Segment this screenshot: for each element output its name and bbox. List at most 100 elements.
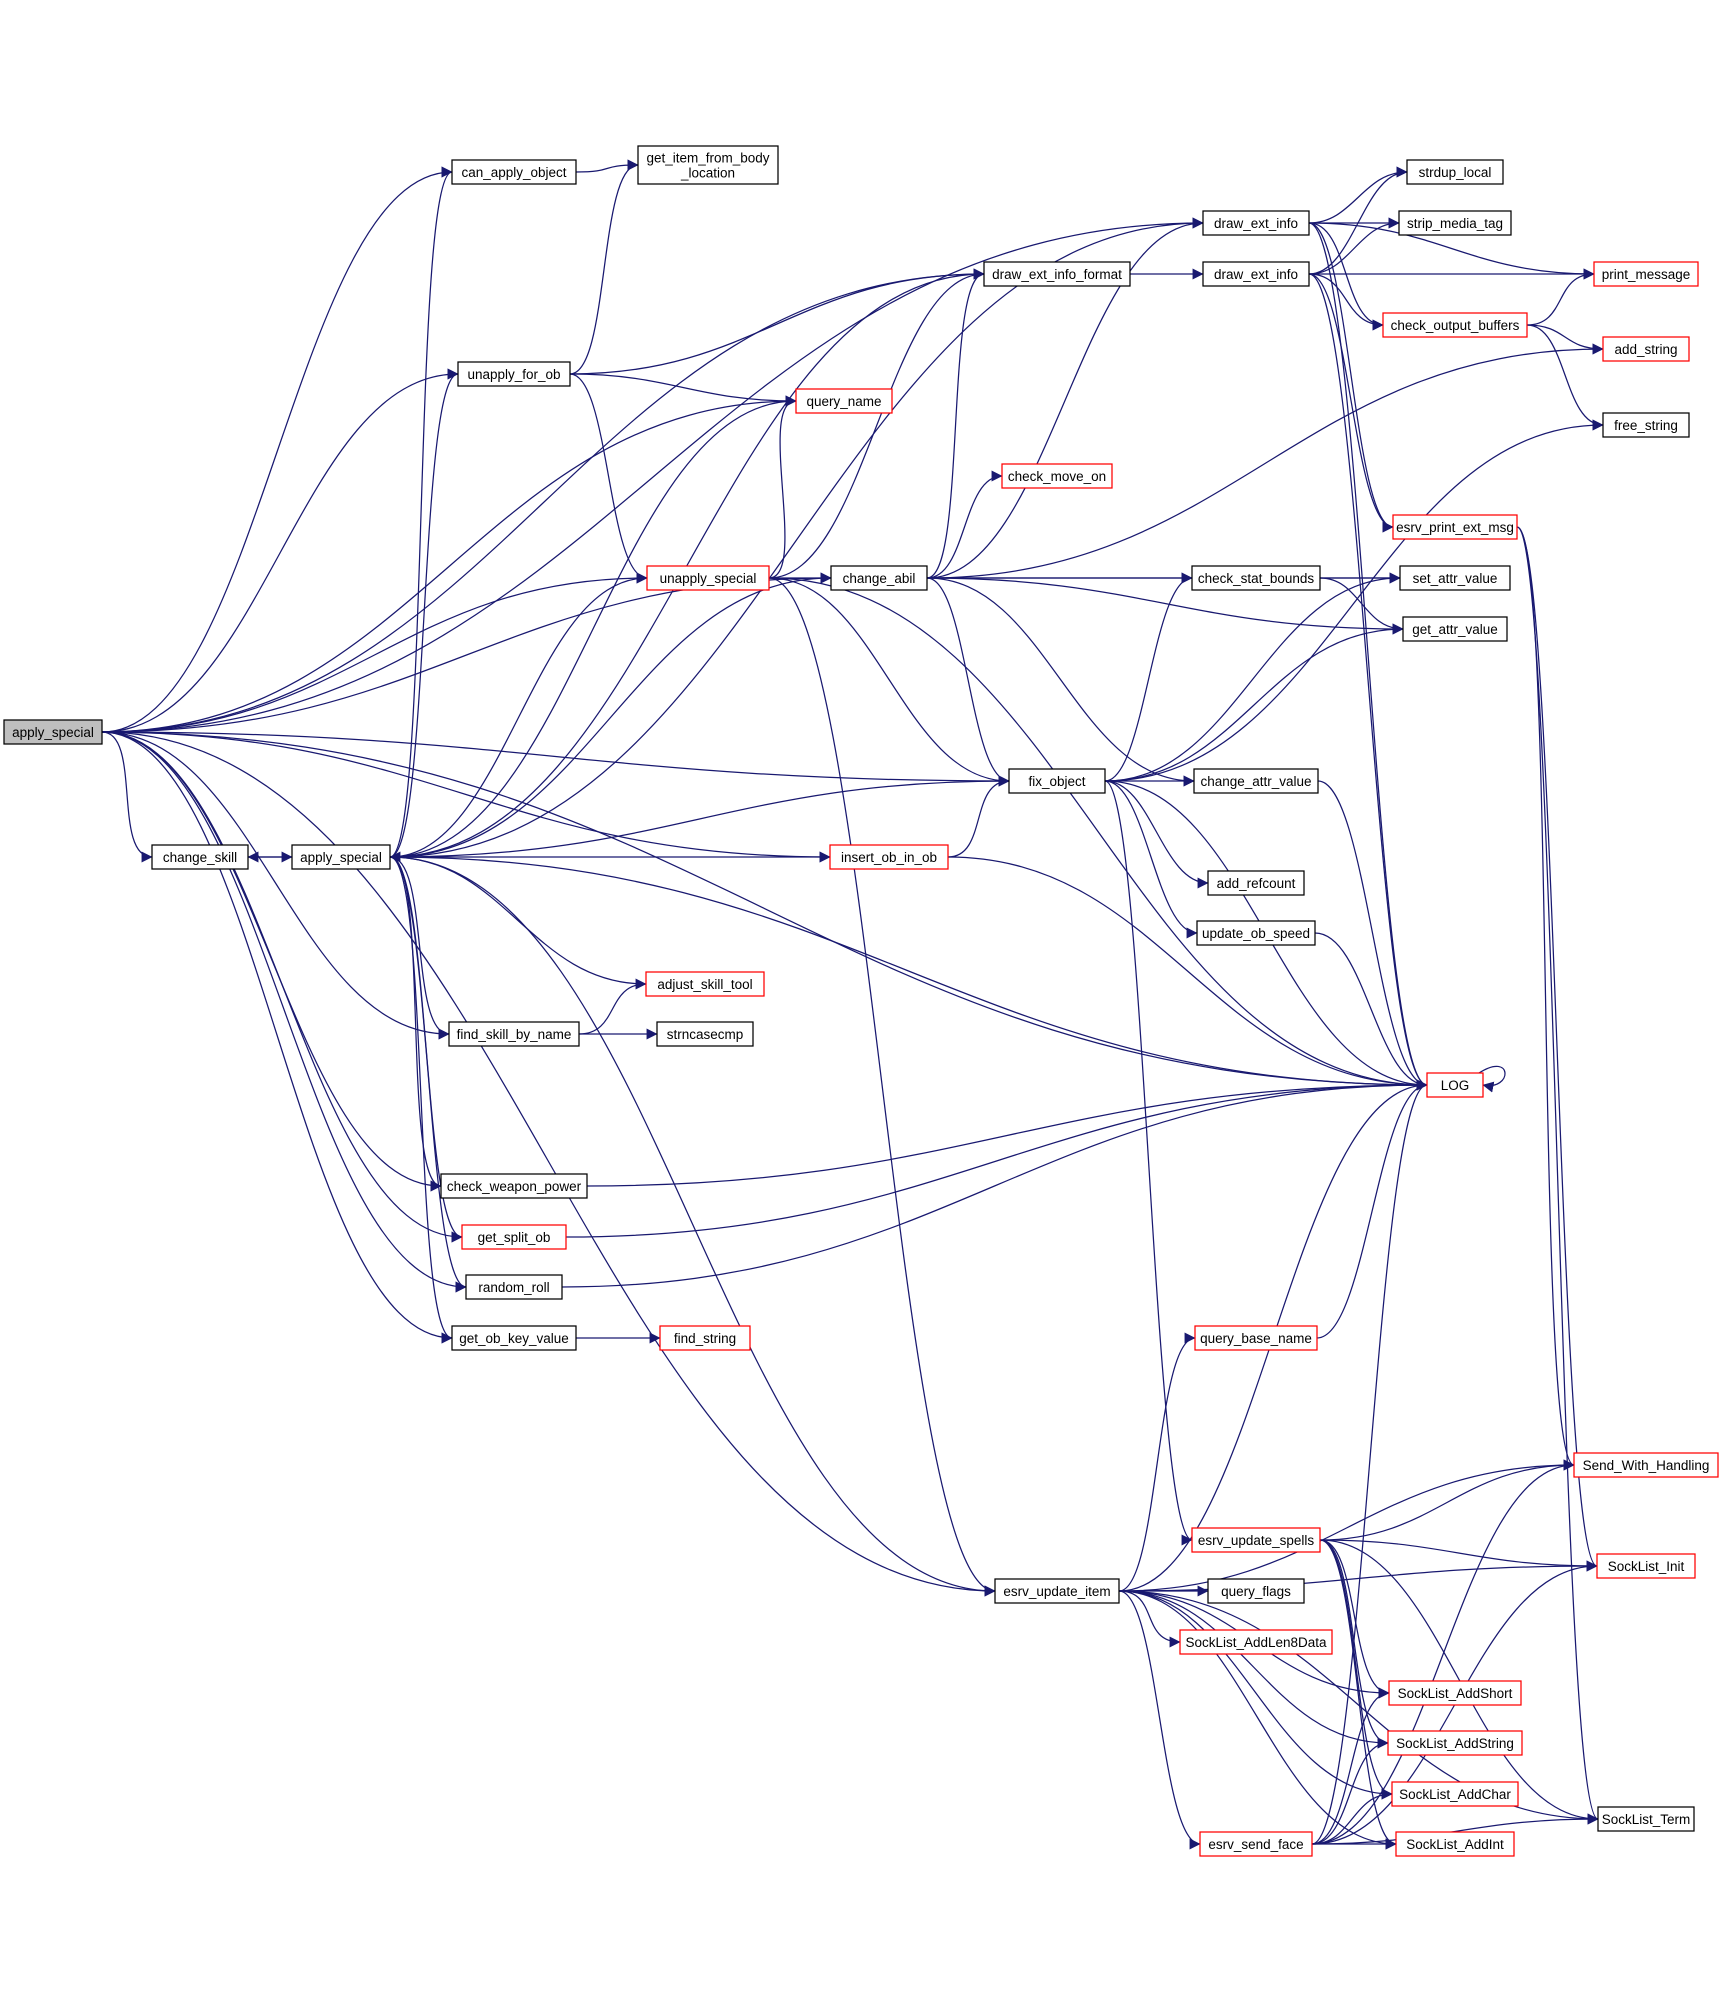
node-label: LOG	[1441, 1078, 1470, 1093]
node-check-stat-bounds[interactable]: check_stat_bounds	[1191, 565, 1321, 591]
edge-fix-object-to-check-stat-bounds	[1104, 572, 1193, 782]
node-add-string[interactable]: add_string	[1602, 336, 1690, 362]
edge-fix-object-to-set-attr-value	[1104, 572, 1401, 782]
edge-draw-ext-info-b-to-check-output-buffers	[1308, 273, 1384, 331]
node-strncasecmp[interactable]: strncasecmp	[656, 1021, 754, 1047]
node-sock-list-term[interactable]: SockList_Term	[1597, 1806, 1695, 1832]
node-apply-special2[interactable]: apply_special	[291, 844, 391, 870]
node-label: SockList_AddLen8Data	[1185, 1635, 1327, 1650]
node-box	[1382, 312, 1528, 338]
edge-random-roll-to-log	[561, 1079, 1428, 1288]
node-check-weapon-power[interactable]: check_weapon_power	[440, 1173, 588, 1199]
node-label: strdup_local	[1419, 165, 1492, 180]
edge-esrv-update-item-to-sock-list-add-string	[1118, 1590, 1389, 1749]
node-get-ob-key-value[interactable]: get_ob_key_value	[451, 1325, 577, 1351]
node-adjust-skill-tool[interactable]: adjust_skill_tool	[645, 971, 765, 997]
edge-check-weapon-power-to-log	[586, 1079, 1428, 1187]
node-add-refcount[interactable]: add_refcount	[1207, 870, 1305, 896]
node-box	[1392, 514, 1518, 540]
node-box	[1001, 463, 1113, 489]
node-query-base-name[interactable]: query_base_name	[1194, 1325, 1318, 1351]
edge-esrv-print-ext-msg-to-send-with-handling	[1516, 526, 1575, 1471]
edge-root-to-unapply-for-ob	[101, 368, 459, 733]
edge-draw-ext-info-b-to-strdup-local	[1308, 166, 1408, 275]
node-box	[1602, 336, 1690, 362]
node-box	[1008, 768, 1106, 794]
node-esrv-send-face[interactable]: esrv_send_face	[1199, 1831, 1313, 1857]
node-box	[983, 261, 1131, 287]
node-can-apply-object[interactable]: can_apply_object	[451, 159, 577, 185]
node-sock-list-add-char[interactable]: SockList_AddChar	[1391, 1781, 1519, 1807]
node-box	[1573, 1452, 1719, 1478]
node-esrv-update-item[interactable]: esrv_update_item	[994, 1578, 1120, 1604]
edge-fix-object-to-add-refcount	[1104, 780, 1209, 889]
node-set-attr-value[interactable]: set_attr_value	[1399, 565, 1511, 591]
node-draw-ext-info-a[interactable]: draw_ext_info	[1202, 210, 1310, 236]
node-box	[1199, 1831, 1313, 1857]
node-check-output-buffers[interactable]: check_output_buffers	[1382, 312, 1528, 338]
node-sock-list-add-string[interactable]: SockList_AddString	[1387, 1730, 1523, 1756]
node-label: SockList_AddShort	[1398, 1686, 1513, 1701]
node-draw-ext-info-format[interactable]: draw_ext_info_format	[983, 261, 1131, 287]
node-label: get_ob_key_value	[459, 1331, 569, 1346]
node-insert-ob-in-ob[interactable]: insert_ob_in_ob	[829, 844, 949, 870]
node-find-string[interactable]: find_string	[659, 1325, 751, 1351]
node-label: free_string	[1614, 418, 1678, 433]
node-root[interactable]: apply_special	[3, 719, 103, 745]
node-label: check_output_buffers	[1391, 318, 1520, 333]
node-box	[1402, 616, 1508, 642]
edge-unapply-for-ob-to-unapply-special	[569, 373, 648, 584]
node-box	[151, 844, 249, 870]
node-unapply-special[interactable]: unapply_special	[646, 565, 770, 591]
edge-change-abil-to-check-move-on	[926, 470, 1003, 579]
node-random-roll[interactable]: random_roll	[465, 1274, 563, 1300]
node-check-move-on[interactable]: check_move_on	[1001, 463, 1113, 489]
node-get-item-from-body-location[interactable]: get_item_from_body_location	[637, 145, 779, 185]
edge-esrv-update-spells-to-sock-list-add-char	[1319, 1539, 1393, 1800]
node-change-abil[interactable]: change_abil	[830, 565, 928, 591]
edge-root-to-fix-object	[101, 731, 1010, 787]
node-find-skill-by-name[interactable]: find_skill_by_name	[448, 1021, 580, 1047]
edge-log-to-log	[1478, 1065, 1506, 1093]
node-label: unapply_for_ob	[467, 367, 560, 382]
node-query-flags[interactable]: query_flags	[1207, 1578, 1305, 1604]
node-query-name[interactable]: query_name	[795, 388, 893, 414]
node-print-message[interactable]: print_message	[1593, 261, 1699, 287]
edge-find-skill-by-name-to-adjust-skill-tool	[578, 978, 647, 1035]
node-box	[457, 361, 571, 387]
node-esrv-print-ext-msg[interactable]: esrv_print_ext_msg	[1392, 514, 1518, 540]
edge-insert-ob-in-ob-to-log	[947, 856, 1428, 1091]
edge-check-output-buffers-to-add-string	[1526, 324, 1604, 355]
node-get-attr-value[interactable]: get_attr_value	[1402, 616, 1508, 642]
node-free-string[interactable]: free_string	[1602, 412, 1690, 438]
edge-esrv-update-spells-to-send-with-handling	[1319, 1459, 1575, 1541]
node-sock-list-add-int[interactable]: SockList_AddInt	[1395, 1831, 1515, 1857]
edge-unapply-special-to-log	[768, 577, 1428, 1091]
node-strdup-local[interactable]: strdup_local	[1406, 159, 1504, 185]
node-label: find_skill_by_name	[457, 1027, 572, 1042]
node-box	[1202, 261, 1310, 287]
node-fix-object[interactable]: fix_object	[1008, 768, 1106, 794]
node-sock-list-init[interactable]: SockList_Init	[1596, 1553, 1696, 1579]
node-change-attr-value[interactable]: change_attr_value	[1193, 768, 1319, 794]
node-esrv-update-spells[interactable]: esrv_update_spells	[1191, 1527, 1321, 1553]
node-draw-ext-info-b[interactable]: draw_ext_info	[1202, 261, 1310, 287]
node-log[interactable]: LOG	[1426, 1072, 1484, 1098]
edge-unapply-special-to-esrv-update-item	[768, 577, 996, 1597]
node-unapply-for-ob[interactable]: unapply_for_ob	[457, 361, 571, 387]
edge-insert-ob-in-ob-to-fix-object	[947, 775, 1010, 858]
node-sock-list-add-len8data[interactable]: SockList_AddLen8Data	[1179, 1629, 1333, 1655]
node-get-split-ob[interactable]: get_split_ob	[461, 1224, 567, 1250]
node-box	[448, 1021, 580, 1047]
node-label: unapply_special	[660, 571, 757, 586]
node-box	[1593, 261, 1699, 287]
node-send-with-handling[interactable]: Send_With_Handling	[1573, 1452, 1719, 1478]
node-sock-list-add-short[interactable]: SockList_AddShort	[1388, 1680, 1522, 1706]
node-change-skill[interactable]: change_skill	[151, 844, 249, 870]
edge-esrv-update-item-to-sock-list-add-int	[1118, 1590, 1397, 1850]
edge-apply-special2-to-change-abil	[389, 572, 832, 858]
edge-unapply-special-to-draw-ext-info-format	[768, 268, 985, 579]
node-strip-media-tag[interactable]: strip_media_tag	[1398, 210, 1512, 236]
node-label: esrv_send_face	[1208, 1837, 1303, 1852]
node-update-ob-speed[interactable]: update_ob_speed	[1196, 920, 1316, 946]
